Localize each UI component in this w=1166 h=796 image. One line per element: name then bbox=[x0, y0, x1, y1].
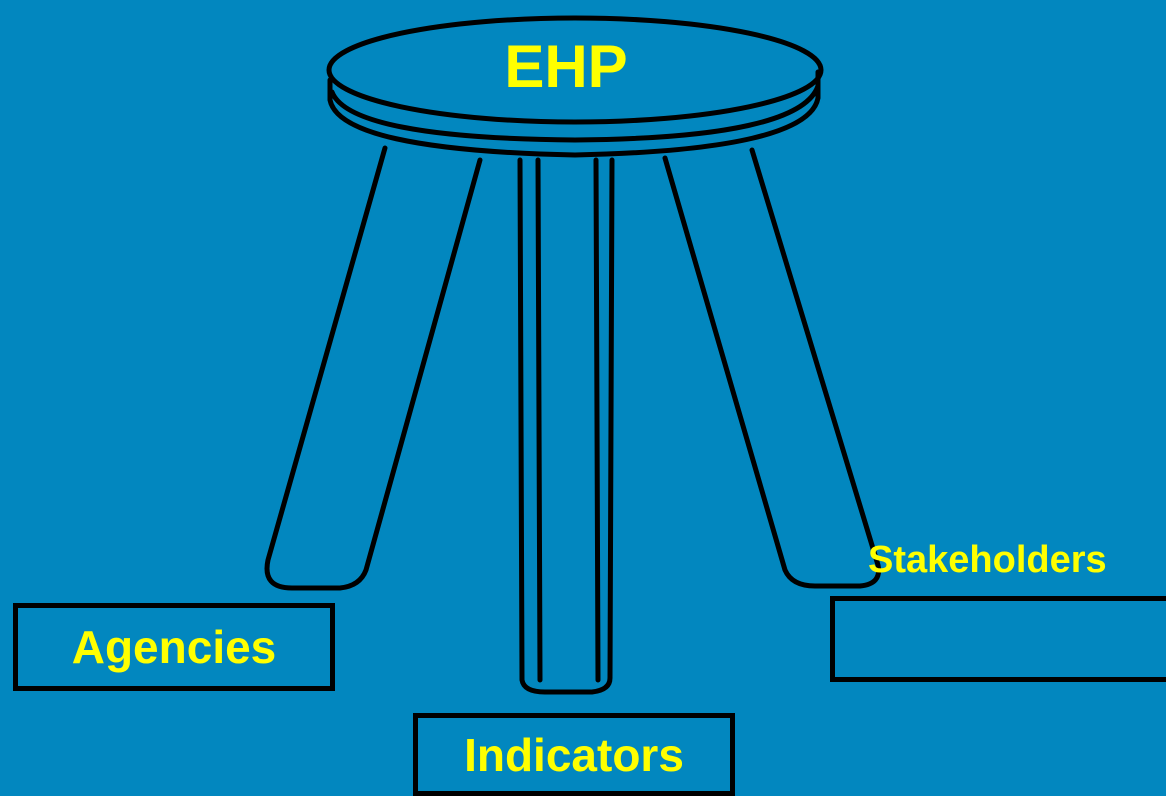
agencies-label: Agencies bbox=[71, 621, 277, 673]
stool-seat-band bbox=[329, 83, 821, 143]
stool-leg-center-groove-right bbox=[593, 157, 601, 683]
stakeholders-label: Stakeholders bbox=[868, 539, 1107, 581]
stakeholders-box bbox=[830, 596, 1166, 682]
stool-leg-center-groove-left bbox=[535, 157, 543, 683]
stool-seat-top bbox=[326, 15, 824, 125]
seat-label: EHP bbox=[504, 33, 628, 100]
stool-seat-side bbox=[327, 69, 821, 158]
indicators-box: Indicators bbox=[413, 713, 735, 796]
agencies-box: Agencies bbox=[13, 603, 335, 691]
stool-leg-right bbox=[662, 147, 882, 589]
stool-leg-center bbox=[517, 157, 615, 695]
stool-leg-left bbox=[264, 145, 483, 591]
indicators-label: Indicators bbox=[464, 728, 684, 781]
